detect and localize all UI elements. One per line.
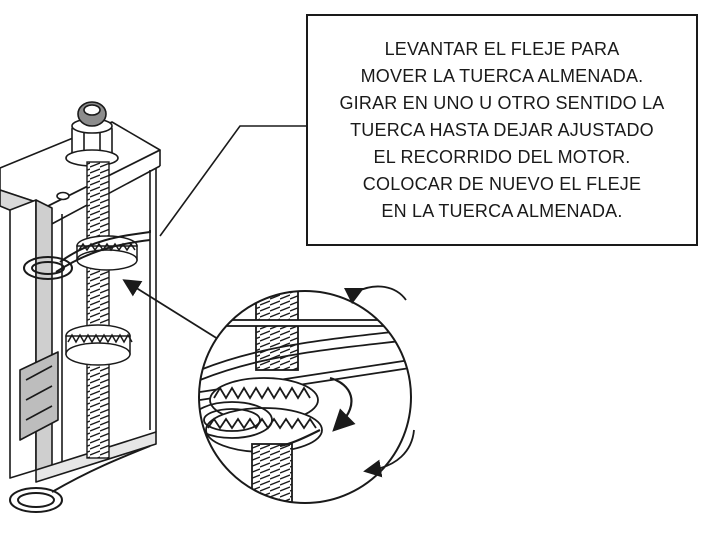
instruction-line: COLOCAR DE NUEVO EL FLEJE — [362, 173, 642, 194]
castle-nut-lower — [65, 324, 133, 366]
top-nut — [65, 101, 119, 167]
instruction-line: EL RECORRIDO DEL MOTOR. — [373, 146, 631, 167]
pointer-arrow — [122, 279, 227, 345]
castle-nut-upper — [76, 235, 138, 271]
instruction-line: MOVER LA TUERCA ALMENADA. — [360, 65, 644, 86]
instruction-line: TUERCA HASTA DEJAR AJUSTADO — [350, 119, 654, 140]
strap-spring — [9, 230, 151, 513]
instruction-callout-box: LEVANTAR EL FLEJE PARA MOVER LA TUERCA A… — [306, 14, 698, 246]
detail-zoom-circle — [198, 290, 412, 504]
actuator-frame — [0, 121, 161, 483]
threaded-rod — [86, 161, 110, 459]
leader-line — [159, 125, 306, 237]
instruction-line: EN LA TUERCA ALMENADA. — [381, 200, 623, 221]
instruction-line: GIRAR EN UNO U OTRO SENTIDO LA — [339, 92, 665, 113]
rotation-arrow-upper — [343, 285, 407, 305]
instruction-line: LEVANTAR EL FLEJE PARA — [384, 38, 620, 59]
rotation-arrow-lower — [363, 429, 415, 478]
